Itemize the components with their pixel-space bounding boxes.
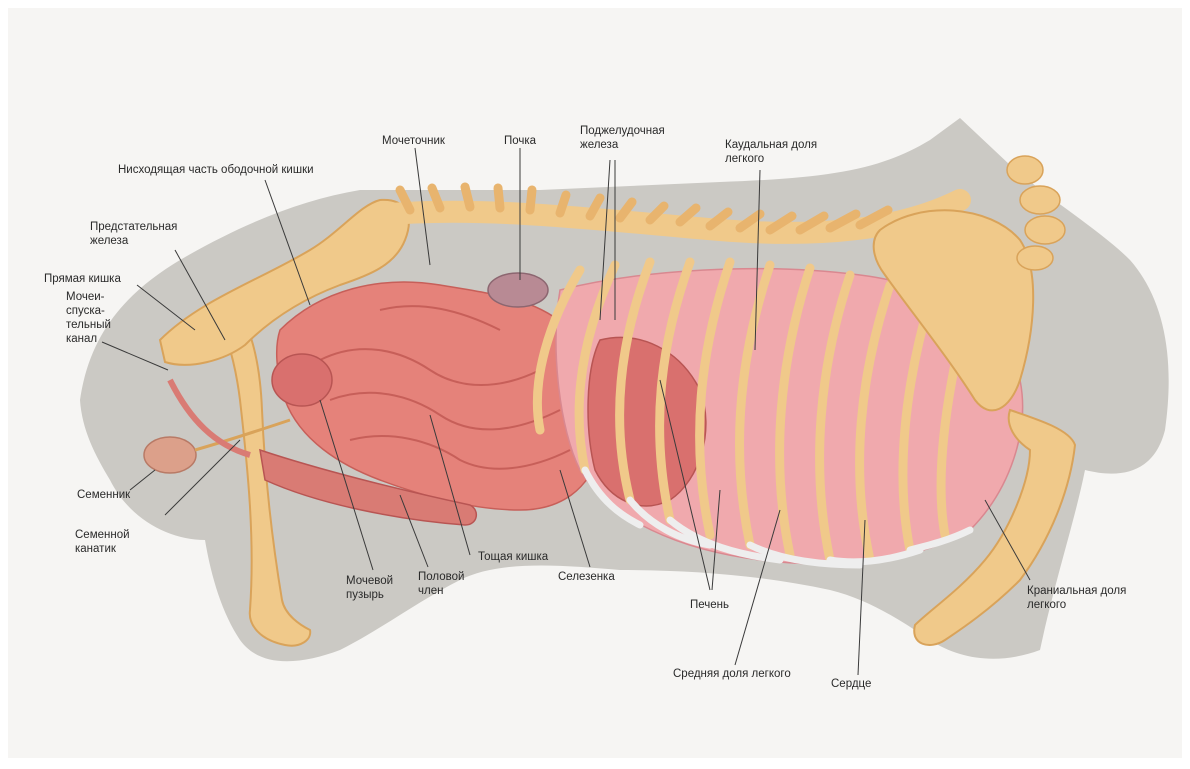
label-heart: Сердце — [831, 677, 871, 691]
label-kidney: Почка — [504, 134, 536, 148]
testis-shape — [144, 437, 196, 473]
label-pancreas: Поджелудочная железа — [580, 124, 665, 152]
label-cranial-lung-lobe: Краниальная доля легкого — [1027, 584, 1126, 612]
label-prostate: Предстательная железа — [90, 220, 177, 248]
bladder-shape — [272, 354, 332, 406]
label-spermatic-cord: Семенной канатик — [75, 528, 130, 556]
label-caudal-lung-lobe: Каудальная доля легкого — [725, 138, 817, 166]
label-middle-lung-lobe: Средняя доля легкого — [673, 667, 791, 681]
label-descending-colon: Нисходящая часть ободочной кишки — [118, 163, 314, 177]
label-penis: Половой член — [418, 570, 464, 598]
kidney-shape — [488, 273, 548, 307]
label-ureter: Мочеточник — [382, 134, 445, 148]
label-urethra: Мочеи- спуска- тельный канал — [66, 290, 111, 346]
label-rectum: Прямая кишка — [44, 272, 121, 286]
label-spleen: Селезенка — [558, 570, 615, 584]
label-bladder: Мочевой пузырь — [346, 574, 393, 602]
label-testis: Семенник — [77, 488, 130, 502]
label-jejunum: Тощая кишка — [478, 550, 548, 564]
label-liver: Печень — [690, 598, 729, 612]
